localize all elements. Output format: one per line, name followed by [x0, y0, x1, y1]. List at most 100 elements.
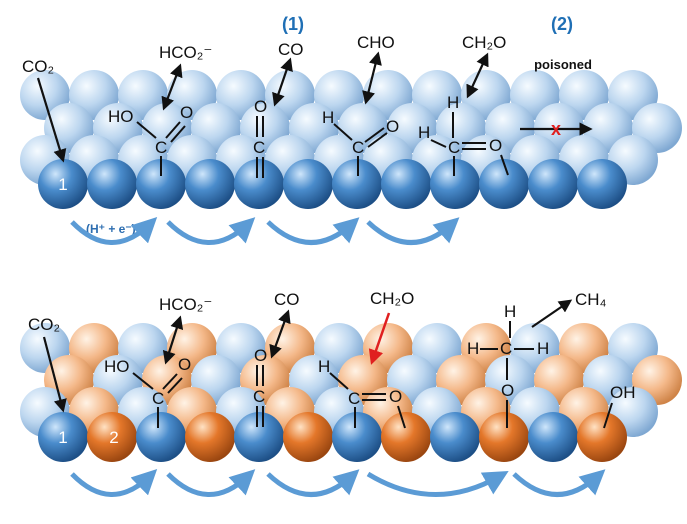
c-atom: C	[155, 138, 167, 157]
front-atom	[430, 412, 480, 462]
hcoo-molecule: HO O C	[108, 103, 193, 176]
front-atom	[430, 159, 480, 209]
front-atom	[577, 412, 627, 462]
front-atom	[479, 412, 529, 462]
hco2-arrow	[162, 315, 184, 365]
front-atom	[185, 412, 235, 462]
top-transfer-arrows	[70, 217, 460, 245]
c-atom: C	[448, 138, 460, 157]
front-atom	[87, 412, 137, 462]
h-atom: H	[322, 108, 334, 127]
o-atom: O	[386, 117, 399, 136]
front-atom	[38, 412, 88, 462]
bottom-panel: 1 2 CO₂ HCO₂⁻ CO CH₂O CH₄ HO O C O C	[20, 289, 682, 497]
bottom-surface-atoms	[20, 323, 682, 462]
front-atom	[577, 159, 627, 209]
transfer-arrow	[266, 217, 360, 245]
top-panel: (1) (2) poisoned 1 CO₂ HCO₂⁻ CO CHO CH₂O…	[20, 14, 682, 245]
poisoned-label: poisoned	[534, 57, 592, 72]
front-atom	[283, 412, 333, 462]
ch4-desorb-arrow	[531, 299, 573, 328]
c-atom: C	[500, 339, 512, 358]
ch2o-molecule: H H C O	[418, 93, 509, 176]
front-atom	[185, 159, 235, 209]
co2-label: CO₂	[22, 57, 54, 76]
ho-atom: HO	[108, 107, 134, 126]
transfer-arrow	[512, 469, 606, 497]
co2-label: CO₂	[28, 315, 60, 334]
h-atom: H	[504, 302, 516, 321]
front-atom	[283, 159, 333, 209]
o-atom: O	[254, 346, 267, 365]
cho-molecule: H O C	[322, 108, 399, 176]
transfer-arrow	[166, 217, 256, 245]
front-atom	[87, 159, 137, 209]
co2-adsorb-arrow	[42, 336, 67, 413]
transfer-arrow	[166, 469, 256, 497]
step1-label: (1)	[282, 14, 304, 34]
co-arrow	[272, 57, 293, 107]
o-atom: O	[254, 97, 267, 116]
step2-label: (2)	[551, 14, 573, 34]
ch3o-molecule: H H C H O	[467, 302, 549, 428]
co-label: CO	[274, 290, 300, 309]
site2-label: 2	[109, 428, 118, 447]
c-atom: C	[348, 389, 360, 408]
hcoo-molecule: HO O C	[104, 355, 191, 428]
o-atom: O	[180, 103, 193, 122]
oh-label: OH	[610, 383, 636, 402]
transfer-arrow	[70, 469, 158, 497]
h-atom: H	[467, 339, 479, 358]
front-atom	[234, 159, 284, 209]
h-atom: H	[537, 339, 549, 358]
transfer-arrow	[70, 217, 158, 245]
co-arrow	[269, 309, 291, 359]
cho-label: CHO	[357, 33, 395, 52]
front-atom	[136, 159, 186, 209]
proton-electron-label: (H⁺ + e⁻)	[86, 222, 136, 236]
c-atom: C	[352, 138, 364, 157]
front-atom	[332, 159, 382, 209]
hco2-label: HCO₂⁻	[159, 295, 212, 314]
hco2-label: HCO₂⁻	[159, 43, 212, 62]
ch2o-molecule: H C O	[318, 357, 406, 429]
o-atom: O	[489, 136, 502, 155]
transfer-arrow	[366, 471, 509, 497]
ch2o-label: CH₂O	[462, 33, 506, 52]
co-molecule: O C	[253, 346, 267, 427]
co-label: CO	[278, 40, 304, 59]
transfer-arrow	[266, 469, 360, 497]
front-atom	[136, 412, 186, 462]
ch2o-label: CH₂O	[370, 289, 414, 308]
h-atom: H	[447, 93, 459, 112]
co2-adsorb-arrow	[36, 77, 67, 163]
site1-label: 1	[58, 175, 67, 194]
blocked-mark: x	[551, 119, 561, 139]
front-atom	[381, 412, 431, 462]
h-atom: H	[418, 123, 430, 142]
ho-atom: HO	[104, 357, 130, 376]
c-atom: C	[253, 387, 265, 406]
front-atom	[528, 159, 578, 209]
o-atom: O	[501, 381, 514, 400]
front-atom	[528, 412, 578, 462]
front-atom	[234, 412, 284, 462]
o-atom: O	[389, 387, 402, 406]
front-atom	[479, 159, 529, 209]
c-atom: C	[253, 138, 265, 157]
ch2o-arrow	[466, 52, 489, 99]
ch2o-red-arrow	[368, 312, 391, 365]
front-atom	[332, 412, 382, 462]
c-atom: C	[152, 389, 164, 408]
co-molecule: O C	[253, 97, 267, 178]
ch4-label: CH₄	[575, 290, 607, 309]
o-atom: O	[178, 355, 191, 374]
front-atom	[381, 159, 431, 209]
front-atom	[38, 159, 88, 209]
oh-adsorbate: OH	[603, 383, 636, 429]
h-atom: H	[318, 357, 330, 376]
bottom-transfer-arrows	[70, 469, 606, 497]
site1-label: 1	[58, 428, 67, 447]
transfer-arrow	[366, 217, 460, 245]
